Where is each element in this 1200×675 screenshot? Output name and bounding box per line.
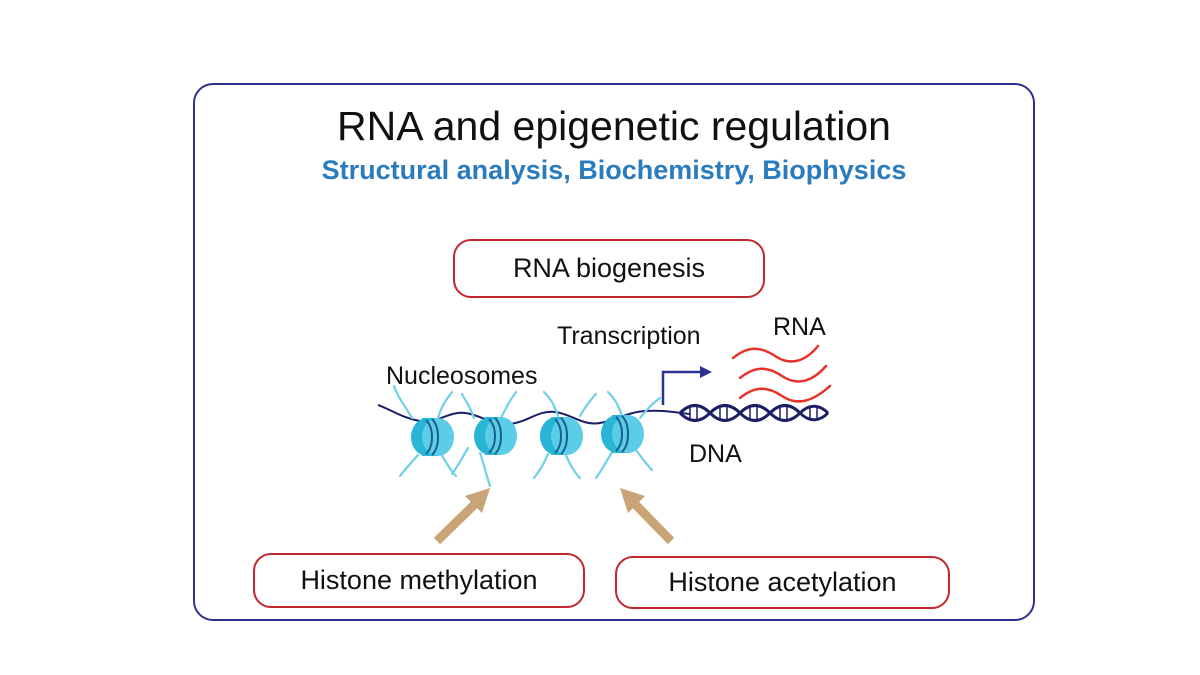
transcription-arrow-head — [700, 366, 712, 378]
rna-biogenesis-box: RNA biogenesis — [453, 239, 765, 298]
nucleosome-1 — [411, 418, 454, 456]
histone-methylation-box: Histone methylation — [253, 553, 585, 608]
rna-biogenesis-label: RNA biogenesis — [512, 253, 706, 283]
methylation-arrow — [433, 488, 490, 545]
nucleosome-2 — [474, 417, 517, 455]
dna-rungs — [689, 405, 818, 421]
diagram-frame — [193, 83, 1035, 621]
nucleosome-4 — [601, 415, 644, 453]
histone-acetylation-box: Histone acetylation — [615, 556, 950, 609]
transcription-label: Transcription — [557, 322, 701, 350]
histone-tails — [392, 384, 662, 488]
acetylation-arrow — [620, 488, 675, 545]
diagram-title: RNA and epigenetic regulation — [337, 103, 891, 149]
histone-methylation-label: Histone methylation — [300, 565, 538, 595]
dna-helix — [678, 404, 830, 422]
diagram-subtitle: Structural analysis, Biochemistry, Bioph… — [321, 155, 907, 185]
transcription-arrow — [661, 370, 702, 405]
histone-acetylation-label: Histone acetylation — [668, 567, 897, 597]
rna-label: RNA — [773, 313, 826, 341]
rna-strands — [731, 344, 832, 403]
dna-label: DNA — [689, 440, 742, 468]
nucleosomes-label: Nucleosomes — [386, 362, 538, 390]
nucleosome-3 — [540, 417, 583, 455]
